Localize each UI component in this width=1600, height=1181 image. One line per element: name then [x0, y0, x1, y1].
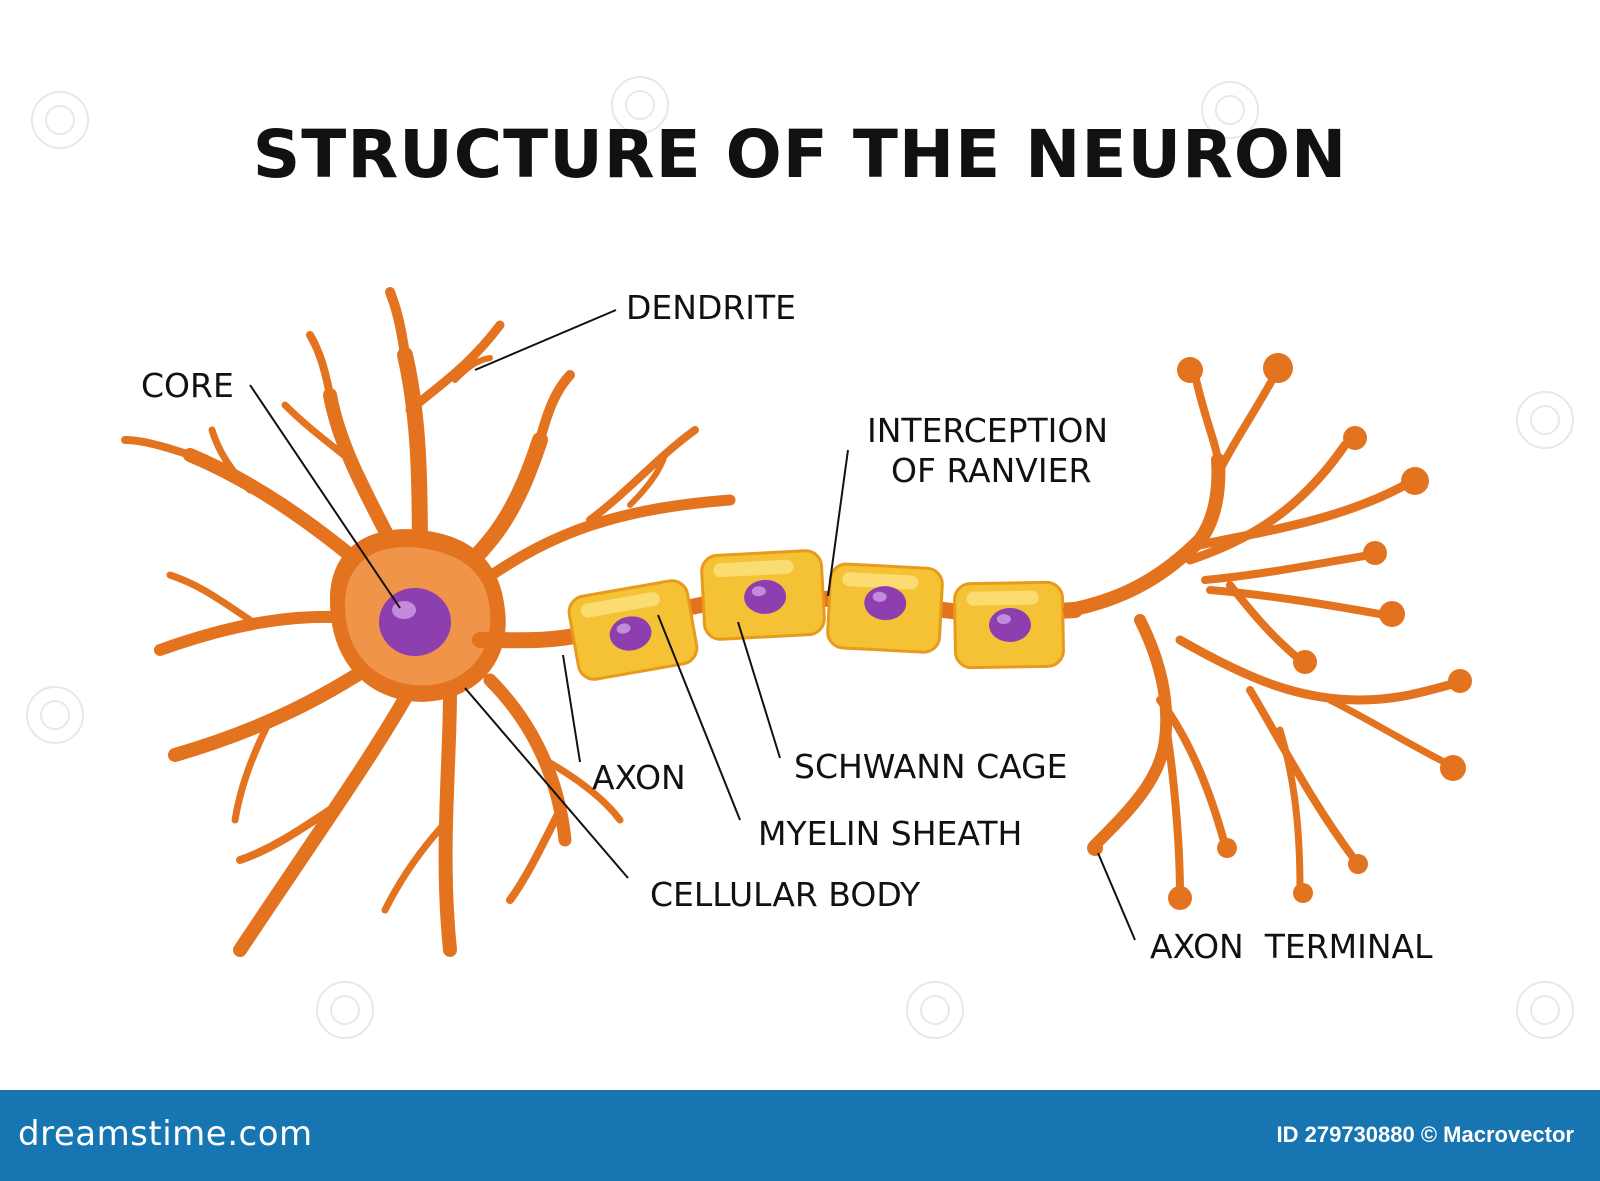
core-nucleus — [379, 588, 451, 656]
dendrites — [121, 287, 736, 957]
terminal-boutons — [1087, 353, 1472, 910]
image-credit: ID 279730880 © Macrovector — [1276, 1122, 1575, 1147]
label-axon-terminal: AXON TERMINAL — [1150, 927, 1433, 966]
page-title: STRUCTURE OF THE NEURON — [252, 116, 1348, 193]
label-of-ranvier: OF RANVIER — [891, 451, 1091, 490]
leader-lines — [249, 309, 1136, 941]
watermark-pattern — [26, 76, 1574, 1039]
axon-terminal-branches — [1063, 371, 1465, 899]
label-dendrite: DENDRITE — [626, 288, 796, 327]
labels: DENDRITE CORE INTERCEPTION OF RANVIER AX… — [141, 288, 1433, 966]
label-myelin-sheath: MYELIN SHEATH — [758, 814, 1022, 853]
label-interception: INTERCEPTION — [867, 411, 1108, 450]
footer-bar: dreamstime.com ID 279730880 © Macrovecto… — [0, 1090, 1600, 1181]
myelin-sheath — [567, 549, 1065, 681]
label-schwann-cage: SCHWANN CAGE — [794, 747, 1068, 786]
neuron-illustration: DENDRITE CORE INTERCEPTION OF RANVIER AX… — [26, 76, 1574, 1039]
label-cellular-body: CELLULAR BODY — [650, 875, 921, 914]
label-axon: AXON — [592, 758, 686, 797]
brand-logo[interactable]: dreamstime.com — [18, 1114, 313, 1154]
label-core: CORE — [141, 366, 234, 405]
